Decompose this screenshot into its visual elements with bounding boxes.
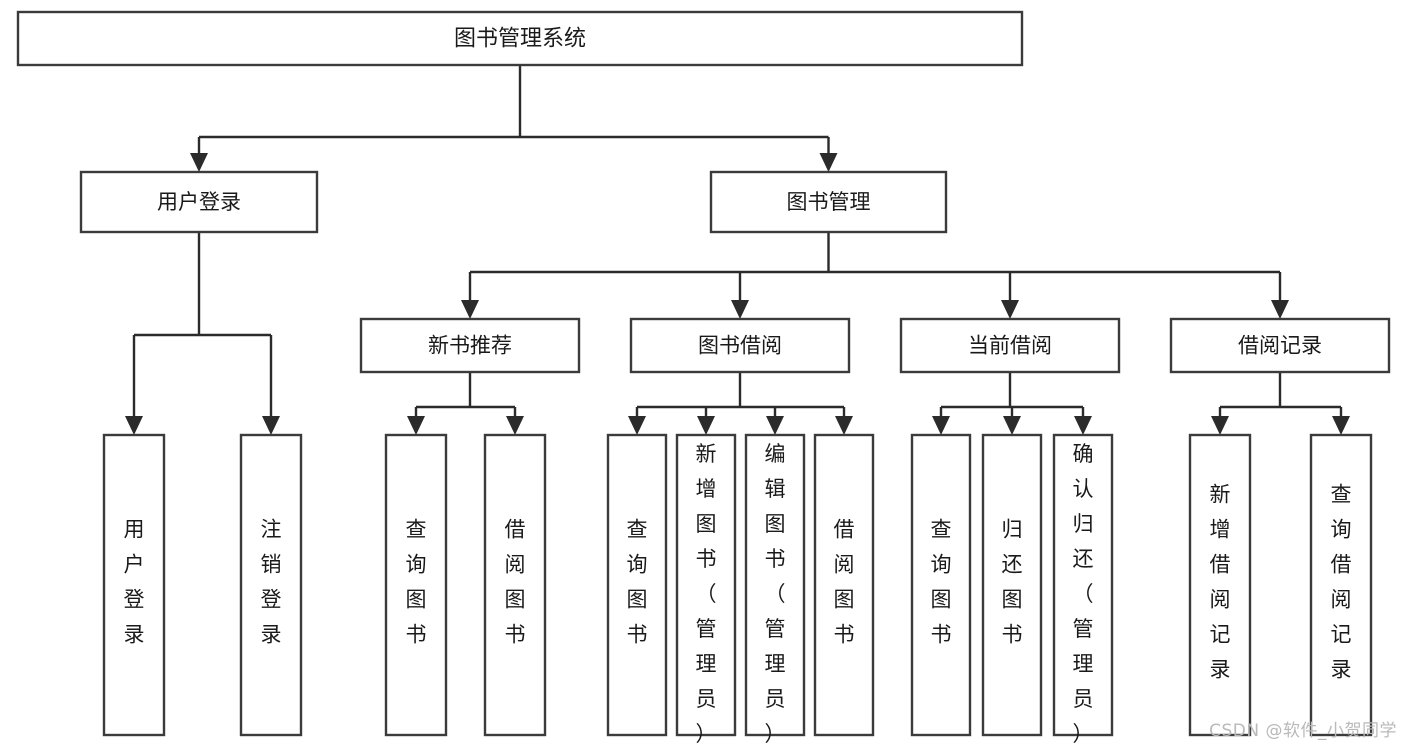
node-root-box[interactable]	[16, 10, 1024, 67]
node-leaf-2-label: 查询图书	[406, 518, 427, 647]
node-leaf-5-label: 新增图书（管理员）	[696, 442, 717, 746]
node-leaf-3[interactable]: 借阅图书	[483, 433, 547, 737]
node-leaf-1-label: 注销登录	[261, 518, 282, 647]
node-level3-2[interactable]: 当前借阅	[899, 317, 1121, 374]
node-leaf-3-label: 借阅图书	[505, 518, 526, 647]
node-level2-1-box[interactable]	[709, 170, 948, 234]
node-level3-3-label: 借阅记录	[1238, 334, 1322, 358]
node-level3-1-label: 图书借阅	[698, 334, 782, 358]
connector-layer	[125, 65, 1350, 435]
node-leaf-8-label: 查询图书	[931, 518, 952, 647]
node-leaf-12[interactable]: 查询借阅记录	[1309, 433, 1373, 737]
node-level3-2-label: 当前借阅	[968, 334, 1052, 358]
node-root-label: 图书管理系统	[454, 27, 586, 52]
node-leaf-8[interactable]: 查询图书	[910, 433, 972, 737]
node-leaf-4-label: 查询图书	[627, 518, 648, 647]
node-level2-0-box[interactable]	[79, 170, 319, 234]
node-leaf-12-label: 查询借阅记录	[1331, 483, 1352, 682]
node-leaf-5-box[interactable]	[675, 433, 737, 737]
node-leaf-0-box[interactable]	[102, 433, 166, 737]
node-level3-1[interactable]: 图书借阅	[629, 317, 851, 374]
node-leaf-6[interactable]: 编辑图书（管理员）	[744, 433, 806, 746]
level3-2-to-leaves-arrow-icon-0	[932, 416, 950, 435]
root-to-level2-arrow-icon-0	[190, 153, 208, 172]
node-leaf-2-box[interactable]	[384, 433, 448, 737]
node-level3-2-box[interactable]	[899, 317, 1121, 374]
node-leaf-4-box[interactable]	[606, 433, 668, 737]
level3-2-to-leaves-arrow-icon-2	[1074, 416, 1092, 435]
level3-3-to-leaves-arrow-icon-0	[1211, 416, 1229, 435]
node-leaf-1-box[interactable]	[239, 433, 303, 737]
root-to-level2-arrow-icon-1	[819, 153, 838, 172]
level3-1-to-leaves-arrow-icon-2	[766, 416, 784, 435]
node-leaf-1[interactable]: 注销登录	[239, 433, 303, 737]
node-leaf-11-box[interactable]	[1188, 433, 1252, 737]
login-to-leaves-arrow-icon-1	[262, 416, 280, 435]
node-level3-0-label: 新书推荐	[428, 334, 512, 358]
node-leaf-0[interactable]: 用户登录	[102, 433, 166, 737]
node-leaf-10[interactable]: 确认归还（管理员）	[1052, 433, 1114, 746]
node-level3-1-box[interactable]	[629, 317, 851, 374]
level3-2-to-leaves-arrow-icon-1	[1003, 416, 1021, 435]
node-root[interactable]: 图书管理系统	[16, 10, 1024, 67]
node-level3-3-box[interactable]	[1169, 317, 1391, 374]
node-leaf-3-box[interactable]	[483, 433, 547, 737]
level3-0-to-leaves-arrow-icon-0	[407, 416, 425, 435]
node-leaf-7[interactable]: 借阅图书	[813, 433, 875, 737]
level3-3-to-leaves-arrow-icon-1	[1332, 416, 1350, 435]
node-leaf-0-label: 用户登录	[124, 518, 145, 647]
node-level2-1-label: 图书管理	[787, 190, 871, 214]
node-leaf-7-label: 借阅图书	[834, 518, 855, 647]
login-to-leaves-arrow-icon-0	[125, 416, 143, 435]
node-leaf-5[interactable]: 新增图书（管理员）	[675, 433, 737, 746]
node-level3-0-box[interactable]	[359, 317, 581, 374]
node-leaf-6-label: 编辑图书（管理员）	[765, 442, 786, 746]
node-level2-0-label: 用户登录	[157, 190, 241, 214]
mgmt-to-level3-arrow-icon-3	[1271, 300, 1289, 319]
node-leaf-12-box[interactable]	[1309, 433, 1373, 737]
node-leaf-10-label: 确认归还（管理员）	[1073, 442, 1094, 746]
level3-0-to-leaves-arrow-icon-1	[506, 416, 524, 435]
node-level2-1[interactable]: 图书管理	[709, 170, 948, 234]
node-leaf-9-label: 归还图书	[1002, 518, 1023, 647]
node-leaf-2[interactable]: 查询图书	[384, 433, 448, 737]
node-leaf-9[interactable]: 归还图书	[981, 433, 1043, 737]
node-leaf-11-label: 新增借阅记录	[1210, 483, 1231, 682]
mgmt-to-level3-arrow-icon-1	[731, 300, 749, 319]
node-leaf-6-box[interactable]	[744, 433, 806, 737]
node-leaf-4[interactable]: 查询图书	[606, 433, 668, 737]
node-leaf-7-box[interactable]	[813, 433, 875, 737]
watermark-text: CSDN @软件_小贺同学	[1209, 721, 1397, 741]
node-leaf-8-box[interactable]	[910, 433, 972, 737]
mgmt-to-level3-arrow-icon-0	[461, 300, 479, 319]
node-leaf-9-box[interactable]	[981, 433, 1043, 737]
node-level3-3[interactable]: 借阅记录	[1169, 317, 1391, 374]
node-leaf-11[interactable]: 新增借阅记录	[1188, 433, 1252, 737]
node-level3-0[interactable]: 新书推荐	[359, 317, 581, 374]
level3-1-to-leaves-arrow-icon-3	[835, 416, 853, 435]
level3-1-to-leaves-arrow-icon-1	[697, 416, 715, 435]
mgmt-to-level3-arrow-icon-2	[1001, 300, 1019, 319]
level3-1-to-leaves-arrow-icon-0	[628, 416, 646, 435]
node-leaf-10-box[interactable]	[1052, 433, 1114, 737]
node-layer: 图书管理系统用户登录图书管理新书推荐图书借阅当前借阅借阅记录用户登录注销登录查询…	[16, 10, 1391, 746]
node-level2-0[interactable]: 用户登录	[79, 170, 319, 234]
